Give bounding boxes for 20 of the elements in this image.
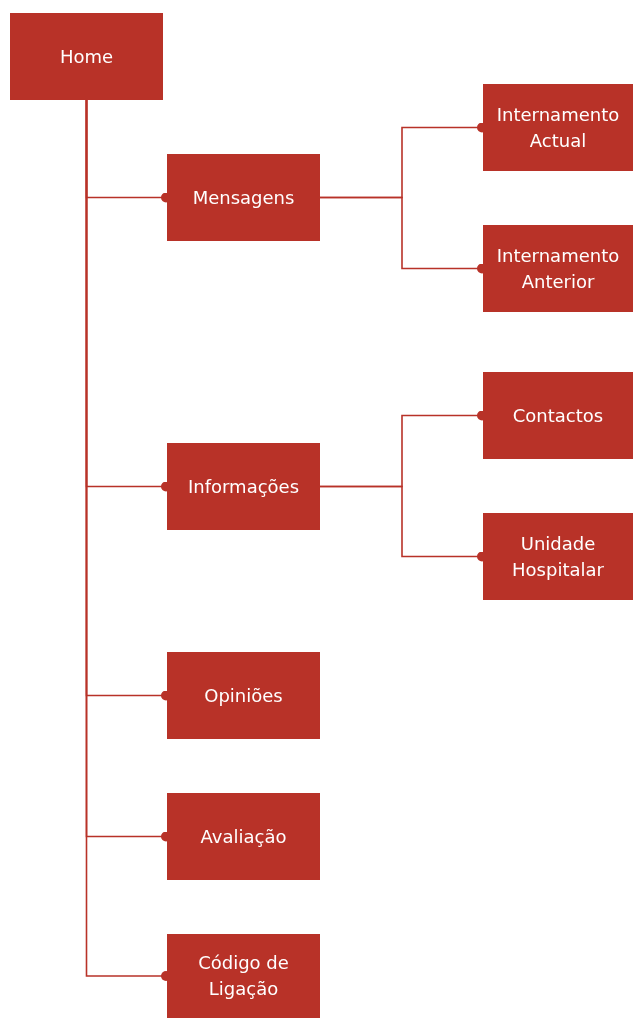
box-label: Contactos: [512, 403, 604, 428]
menu-box: [483, 225, 633, 312]
menu-box: [167, 652, 320, 739]
box-label: Informações: [187, 474, 300, 499]
box-label: Home: [59, 44, 114, 69]
menu-box: [167, 793, 320, 880]
box-label: Internamento Anterior: [495, 243, 621, 294]
menu-box: [483, 513, 633, 600]
box-label: Mensagens: [192, 185, 295, 210]
menu-box: [167, 154, 320, 241]
menu-box: [167, 443, 320, 530]
box-label: Internamento Actual: [495, 102, 621, 153]
box-label: Código de Ligação: [197, 951, 290, 1001]
menu-box: [167, 934, 320, 1018]
menu-box: [483, 84, 633, 171]
box-label: Opiniões: [204, 683, 283, 708]
menu-box: [483, 372, 633, 459]
box-label: Unidade Hospitalar: [511, 531, 605, 582]
menu-box: [10, 13, 163, 100]
box-label: Avaliação: [200, 824, 287, 849]
